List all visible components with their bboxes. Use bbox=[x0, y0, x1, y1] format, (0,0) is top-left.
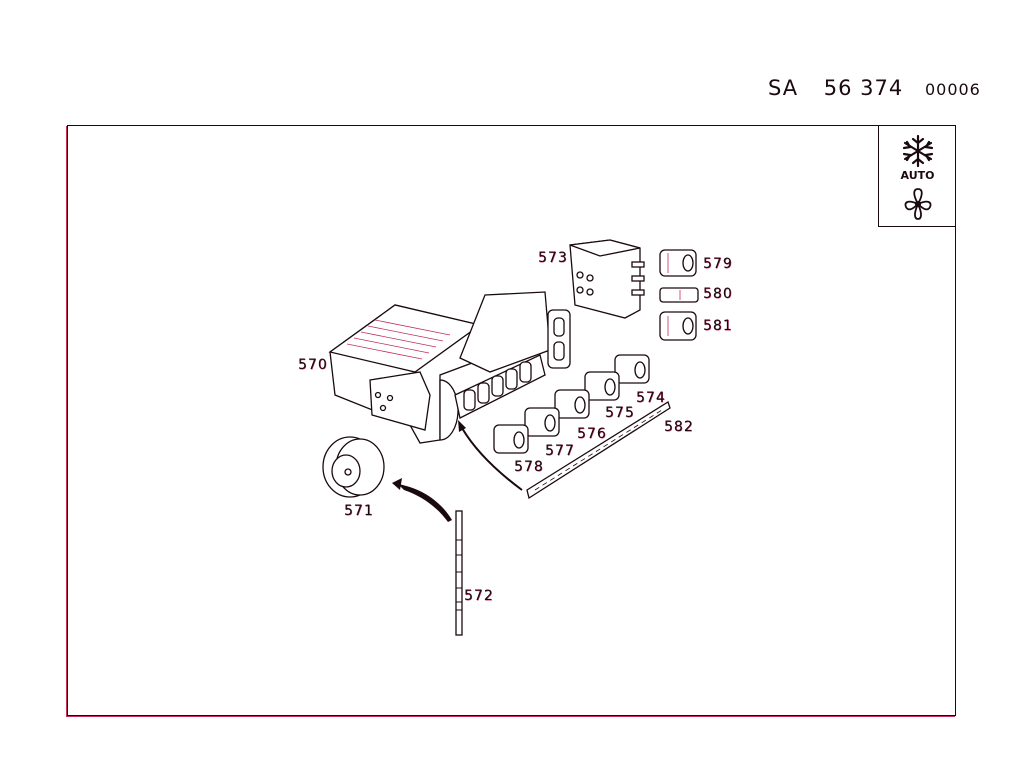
callout-579: 579 bbox=[703, 256, 733, 272]
snowflake-icon bbox=[902, 134, 934, 168]
auto-label: AUTO bbox=[900, 169, 935, 182]
part-577-button bbox=[524, 407, 560, 437]
callout-575: 575 bbox=[605, 405, 635, 421]
fan-icon bbox=[904, 188, 932, 220]
document-id: SA 56 374 00006 bbox=[768, 76, 981, 100]
callout-582: 582 bbox=[664, 419, 694, 435]
doc-sub-number: 00006 bbox=[924, 80, 981, 99]
callout-580: 580 bbox=[703, 286, 733, 302]
part-575-button bbox=[584, 371, 620, 401]
callout-570: 570 bbox=[298, 357, 328, 373]
doc-prefix: SA bbox=[768, 76, 799, 100]
assembly-arrow-572 bbox=[392, 478, 452, 522]
part-572-scale bbox=[455, 510, 463, 636]
doc-number: 56 374 bbox=[823, 76, 904, 100]
diagram-frame bbox=[67, 125, 956, 716]
part-578-button bbox=[493, 424, 529, 454]
part-580-rocker bbox=[659, 287, 699, 303]
part-570-housing bbox=[328, 291, 571, 444]
part-579-cap bbox=[659, 249, 697, 277]
assembly-arrow-582 bbox=[458, 420, 523, 491]
callout-571: 571 bbox=[344, 503, 374, 519]
callout-576: 576 bbox=[577, 426, 607, 442]
callout-572: 572 bbox=[464, 588, 494, 604]
callout-573: 573 bbox=[538, 250, 568, 266]
auto-climate-badge: AUTO bbox=[878, 125, 956, 227]
callout-574: 574 bbox=[636, 390, 666, 406]
part-581-cap bbox=[659, 311, 697, 341]
part-574-button bbox=[614, 354, 650, 384]
part-576-button bbox=[554, 389, 590, 419]
part-573-switch-block bbox=[569, 239, 645, 319]
part-582-light-strip bbox=[526, 401, 671, 500]
callout-578: 578 bbox=[514, 459, 544, 475]
callout-581: 581 bbox=[703, 318, 733, 334]
part-571-knob bbox=[322, 436, 385, 498]
callout-577: 577 bbox=[545, 443, 575, 459]
